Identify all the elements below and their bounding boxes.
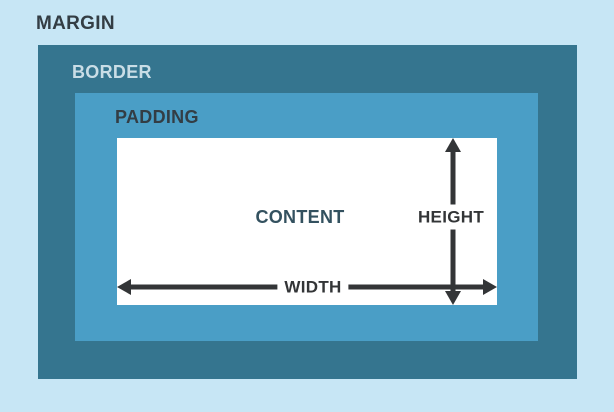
padding-box: PADDING CONTENT WIDTH HE (75, 93, 538, 341)
border-label: BORDER (72, 62, 152, 82)
margin-label: MARGIN (36, 13, 115, 34)
width-label: WIDTH (277, 276, 349, 298)
padding-label: PADDING (115, 107, 199, 127)
content-box: CONTENT WIDTH HEIGHT (117, 138, 497, 305)
border-box: BORDER PADDING CONTENT (38, 45, 577, 379)
content-label: CONTENT (255, 207, 345, 227)
height-label: HEIGHT (414, 204, 488, 230)
